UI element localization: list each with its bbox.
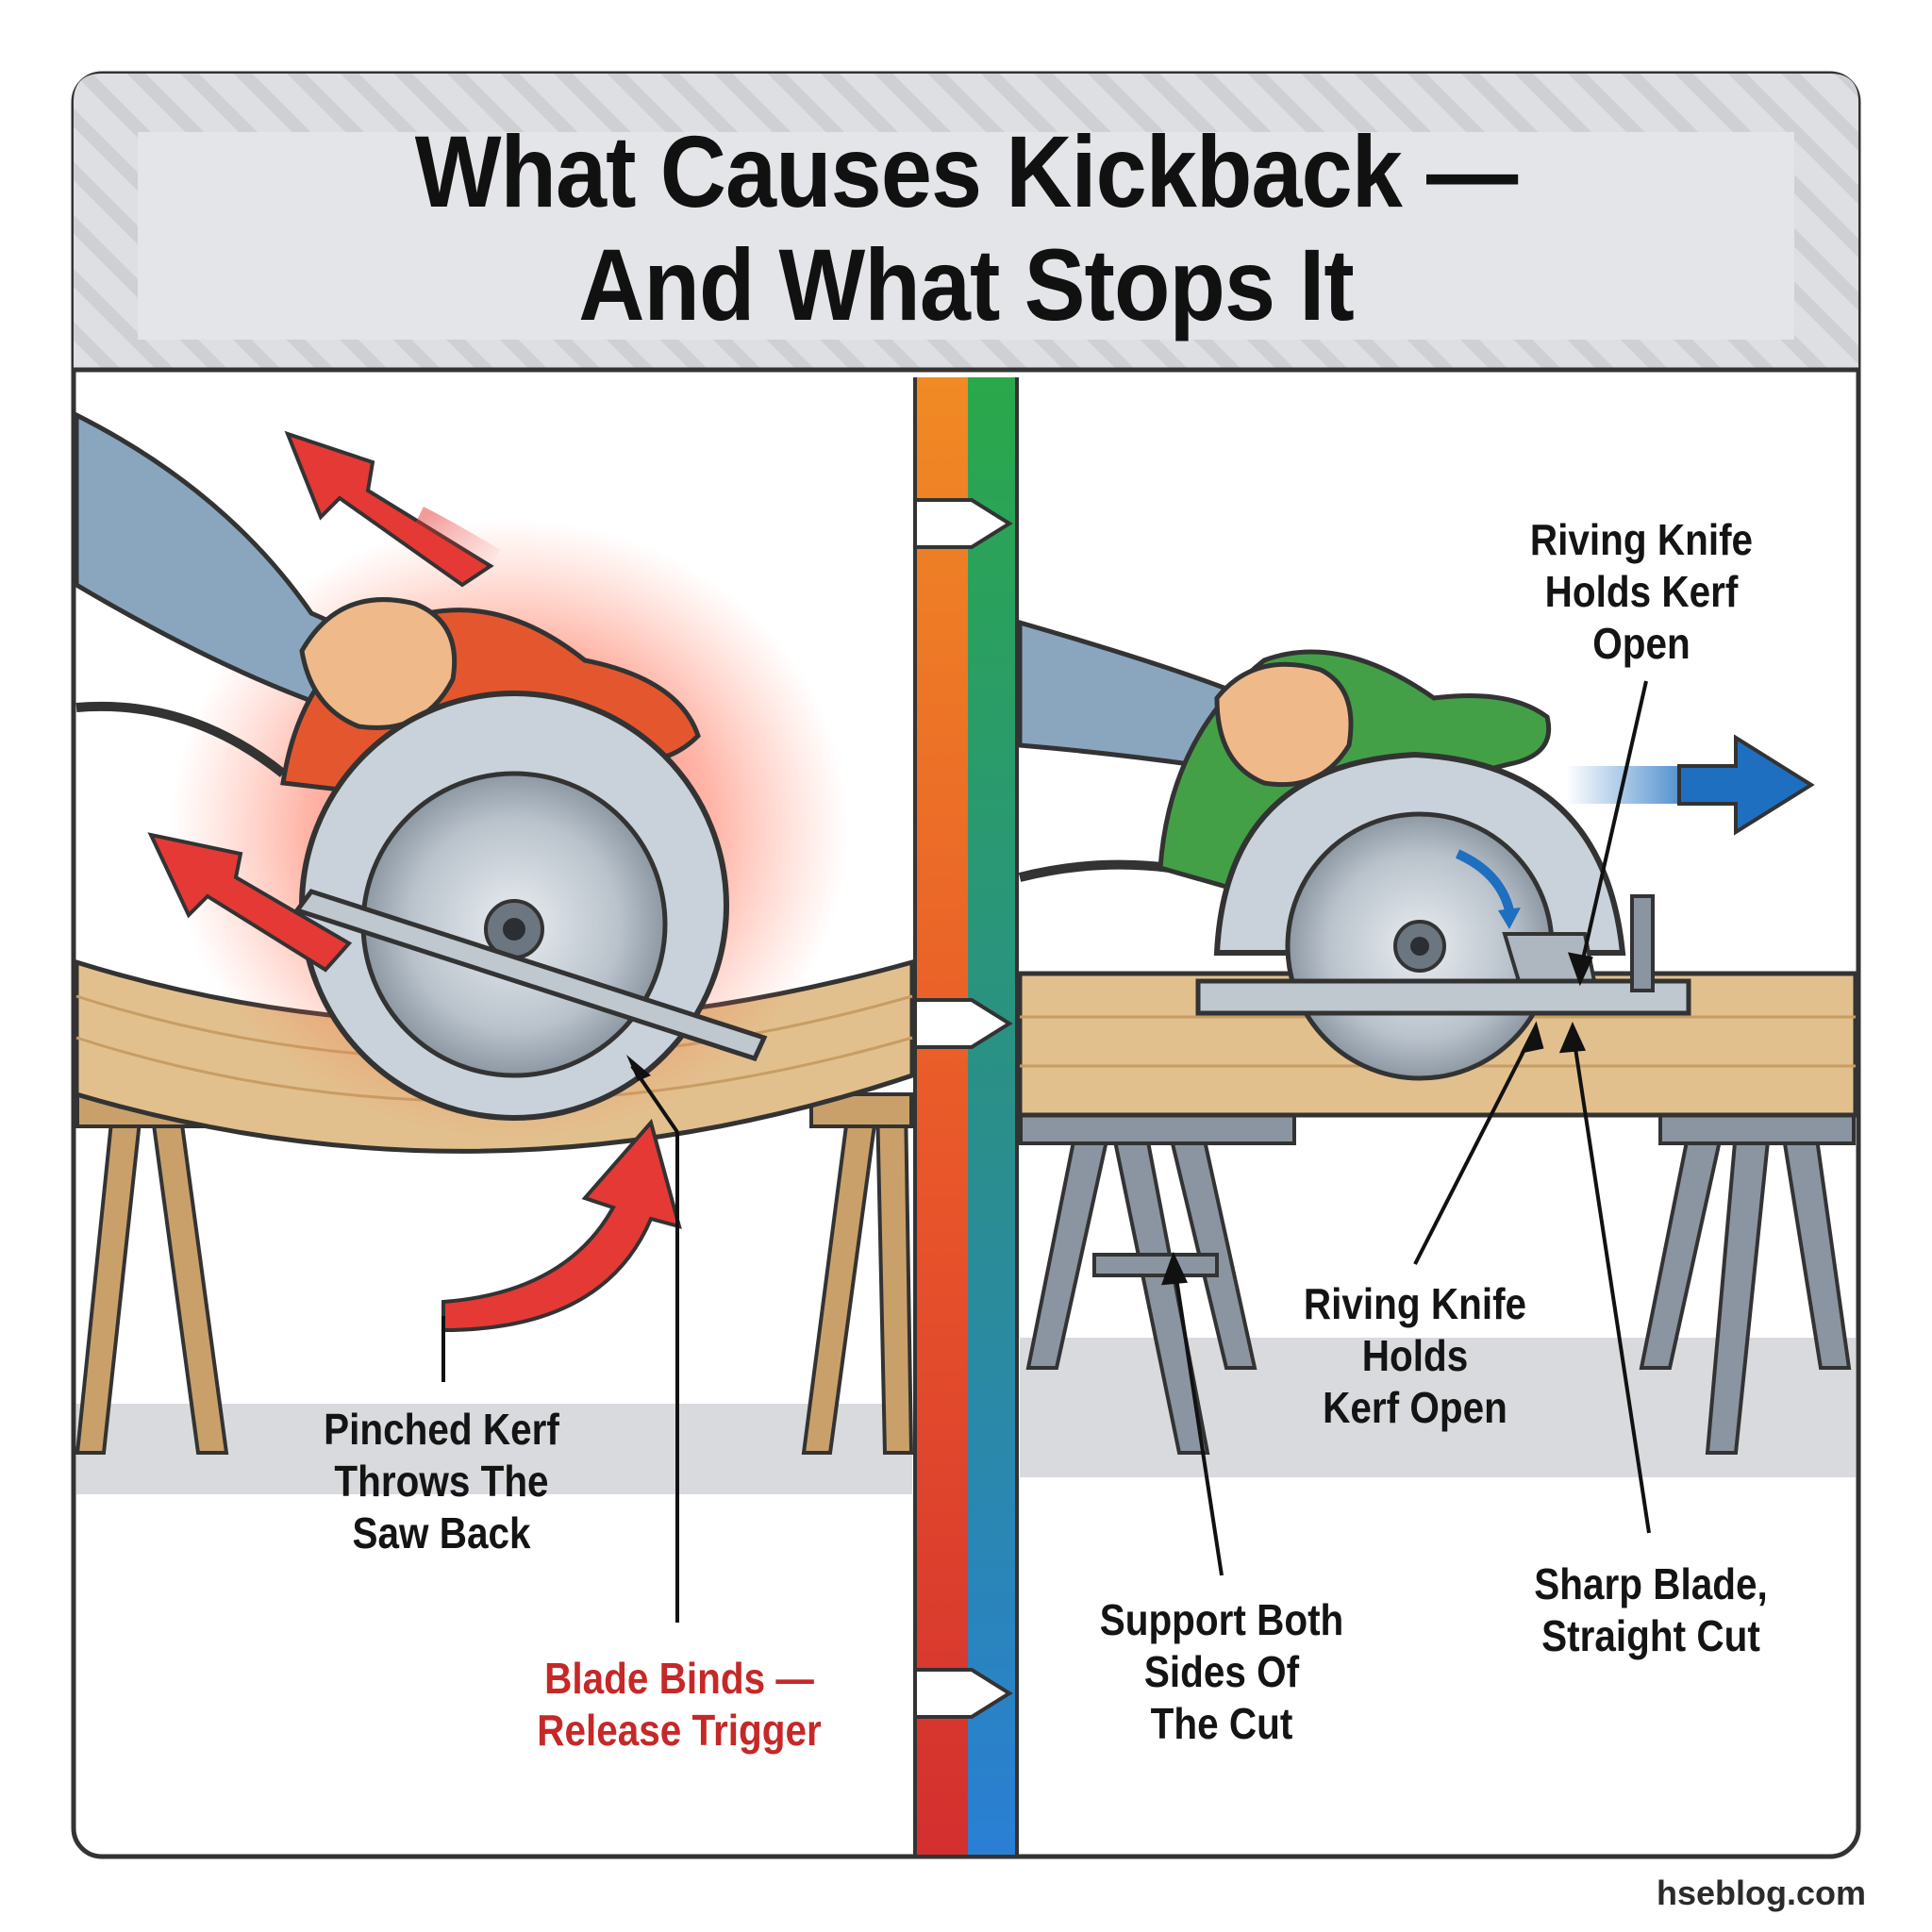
- site-credit: hseblog.com: [1657, 1874, 1866, 1913]
- right-hand: [1217, 664, 1351, 784]
- title-line-2: And What Stops It: [164, 234, 1767, 336]
- blade-binds-label: Blade Binds — Release Trigger: [513, 1653, 845, 1757]
- right-base-plate: [1198, 981, 1689, 1013]
- divider-left-stripe: [915, 377, 968, 1855]
- title-line-1: What Causes Kickback —: [164, 121, 1767, 223]
- support-both-sides-label: Support Both Sides Of The Cut: [1056, 1594, 1388, 1750]
- riving-knife-top-label: Riving Knife Holds Kerf Open: [1475, 514, 1807, 670]
- sharp-blade-label: Sharp Blade, Straight Cut: [1485, 1558, 1817, 1662]
- center-divider: [915, 377, 1017, 1855]
- divider-right-stripe: [968, 377, 1017, 1855]
- pinched-kerf-label: Pinched Kerf Throws The Saw Back: [275, 1404, 608, 1559]
- riving-knife-mid-label: Riving Knife Holds Kerf Open: [1249, 1278, 1581, 1434]
